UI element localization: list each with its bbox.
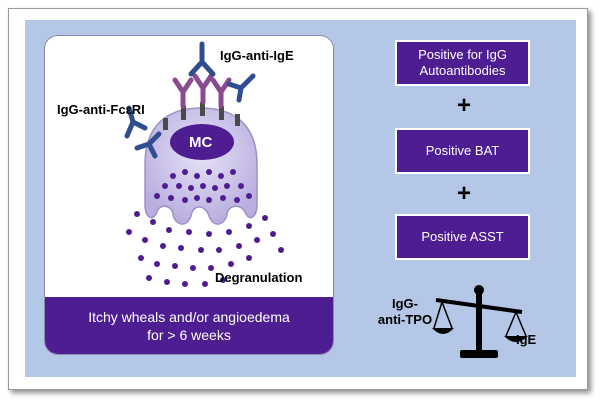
criterion-3-text: Positive ASST bbox=[421, 229, 504, 244]
criterion-1-line-2: Autoantibodies bbox=[419, 63, 506, 78]
intracellular-granules bbox=[154, 169, 252, 203]
criterion-igg-autoantibodies: Positive for IgG Autoantibodies bbox=[395, 40, 530, 86]
scale-left-line-1: IgG- bbox=[392, 296, 418, 311]
degranulation-label: Degranulation bbox=[215, 270, 303, 285]
scale-right-label: IgE bbox=[516, 332, 537, 347]
symptom-line-2: for > 6 weeks bbox=[147, 326, 231, 343]
mechanism-box: IgG-anti-IgE IgG-anti-FcεRI MC Degranula… bbox=[44, 35, 334, 355]
balance-scale-icon bbox=[432, 285, 528, 358]
plus-sign-1: + bbox=[456, 92, 471, 119]
released-granules bbox=[126, 211, 284, 287]
scale-left-label: IgG- anti-TPO bbox=[376, 296, 434, 328]
criterion-bat: Positive BAT bbox=[395, 128, 530, 174]
mast-cell-label: MC bbox=[189, 134, 213, 151]
igg-anti-ige-antibodies bbox=[188, 41, 256, 103]
mast-cell-illustration bbox=[124, 41, 284, 287]
igg-anti-fceri-antibodies bbox=[124, 105, 162, 159]
igg-anti-fceri-label: IgG-anti-FcεRI bbox=[57, 102, 145, 117]
mast-cell-nucleus bbox=[170, 124, 234, 160]
symptom-banner: Itchy wheals and/or angioedema for > 6 w… bbox=[45, 297, 333, 354]
ige-antibodies bbox=[172, 73, 232, 109]
criterion-asst: Positive ASST bbox=[395, 214, 530, 260]
criterion-2-text: Positive BAT bbox=[425, 143, 500, 158]
scale-left-line-2: anti-TPO bbox=[377, 312, 433, 327]
fceri-receptors bbox=[163, 102, 240, 130]
symptom-line-1: Itchy wheals and/or angioedema bbox=[88, 308, 290, 325]
plus-sign-2: + bbox=[456, 180, 471, 207]
igg-anti-ige-label: IgG-anti-IgE bbox=[220, 48, 294, 63]
criterion-1-line-1: Positive for IgG bbox=[418, 47, 507, 62]
